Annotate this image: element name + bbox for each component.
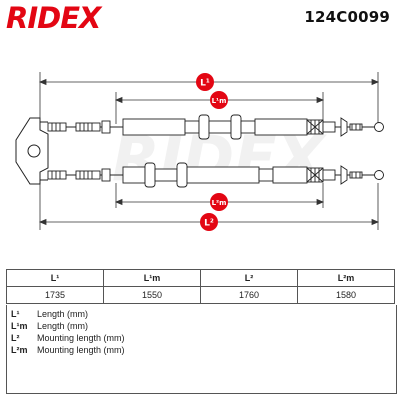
- spec-value-cell: 1580: [297, 286, 395, 304]
- legend-item: L¹m Length (mm): [11, 321, 88, 332]
- legend-key: L²m: [11, 345, 28, 355]
- legend-key: L²: [11, 333, 20, 343]
- spec-header-cell: L²m: [297, 269, 395, 287]
- ridex-logo: RIDEX: [6, 4, 104, 32]
- badge-L2: L²: [200, 213, 218, 231]
- spec-value-cell: 1735: [6, 286, 104, 304]
- cable-diagram: RIDEX: [15, 72, 384, 231]
- part-number: 124C0099: [304, 8, 390, 26]
- spec-table-value-row: 1735 1550 1760 1580: [6, 286, 395, 304]
- spec-table: L¹ L¹m L² L²m 1735 1550 1760 1580: [6, 269, 395, 304]
- legend-item: L¹ Length (mm): [11, 309, 88, 320]
- badge-L1-label: L¹: [200, 79, 210, 89]
- spec-value-cell: 1760: [200, 286, 298, 304]
- svg-text:RIDEX: RIDEX: [6, 4, 103, 32]
- badge-L1: L¹: [196, 73, 214, 91]
- equalizer-bracket: [15, 117, 49, 185]
- dimension-legend: L¹ Length (mm) L¹m Length (mm) L² Mounting …: [6, 305, 397, 394]
- legend-text: Length (mm): [37, 309, 89, 319]
- spec-table-header-row: L¹ L¹m L² L²m: [6, 269, 395, 287]
- badge-L2-label: L²: [204, 219, 214, 229]
- spec-header-cell: L¹m: [103, 269, 201, 287]
- spec-header-cell: L¹: [6, 269, 104, 287]
- spec-value-cell: 1550: [103, 286, 201, 304]
- legend-text: Length (mm): [37, 321, 89, 331]
- badge-L2m: L²m: [210, 193, 228, 211]
- legend-text: Mounting length (mm): [37, 345, 125, 355]
- badge-L1m-label: L¹m: [212, 97, 227, 105]
- badge-L2m-label: L²m: [212, 199, 227, 207]
- legend-item: L² Mounting length (mm): [11, 333, 125, 344]
- upper-cable: [47, 114, 384, 140]
- legend-key: L¹: [11, 309, 20, 319]
- legend-key: L¹m: [11, 321, 28, 331]
- lower-cable: [47, 162, 384, 188]
- legend-text: Mounting length (mm): [37, 333, 125, 343]
- legend-item: L²m Mounting length (mm): [11, 345, 125, 356]
- spec-header-cell: L²: [200, 269, 298, 287]
- badge-L1m: L¹m: [210, 91, 228, 109]
